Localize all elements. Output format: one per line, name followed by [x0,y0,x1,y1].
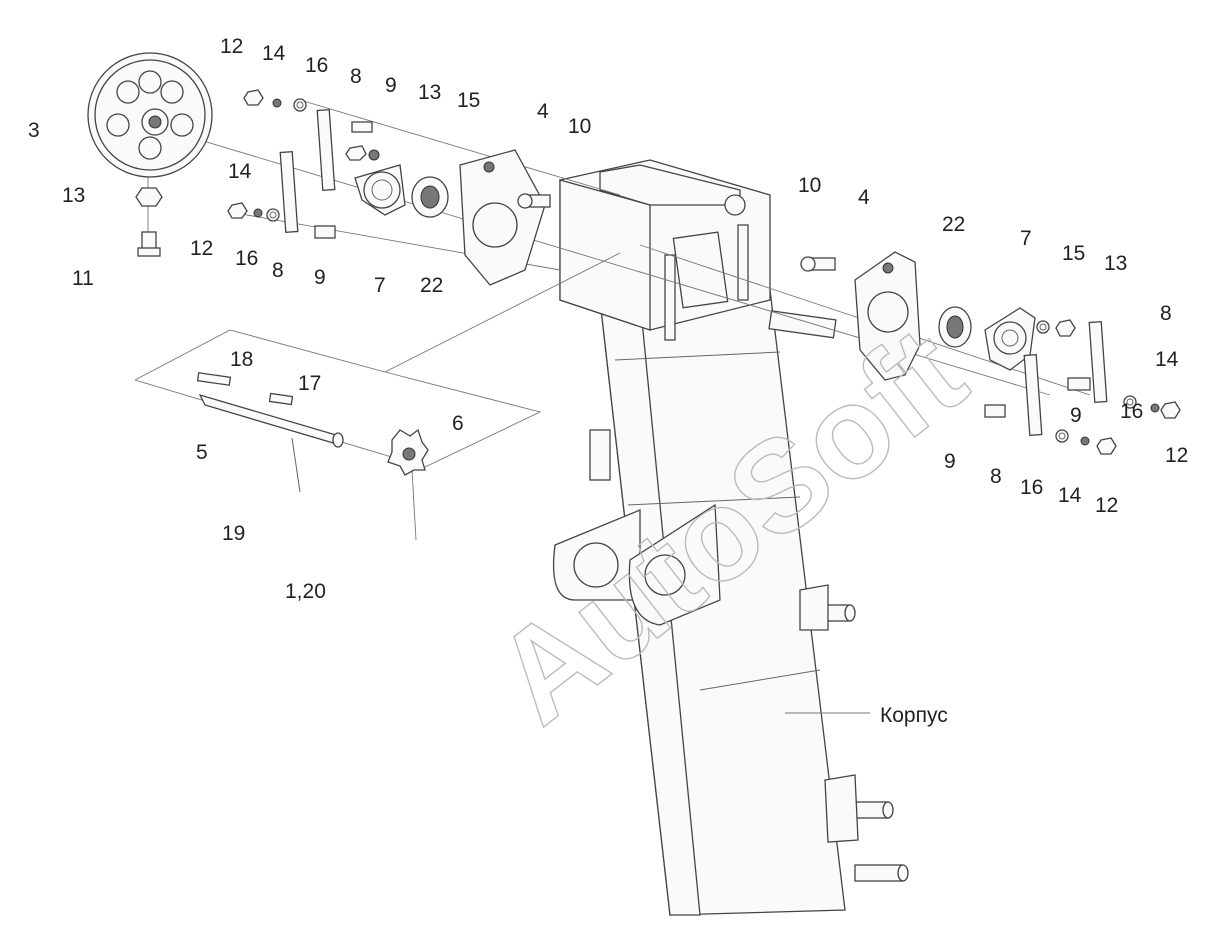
shaft-5 [198,393,344,448]
callout-8: 8 [990,465,1002,488]
key-18 [196,372,232,386]
callout-3: 3 [28,119,40,142]
sprocket-6 [387,428,429,476]
callout-15: 15 [457,89,480,112]
right-fasteners [984,319,1181,455]
callout-9: 9 [314,266,326,289]
callout-13: 13 [418,81,441,104]
callout-1-20: 1,20 [285,580,326,603]
bolt-10-right [800,256,836,272]
housing-label: Корпус [880,704,948,727]
callout-7: 7 [1020,227,1032,250]
flange-plate-4-right [854,251,921,381]
callout-17: 17 [298,372,321,395]
callout-9: 9 [385,74,397,97]
callout-14: 14 [262,42,286,65]
callout-12: 12 [1095,494,1118,517]
bolt-10-left [517,193,551,209]
key-17 [268,392,294,406]
callout-4: 4 [858,186,870,209]
callout-12: 12 [1165,444,1188,467]
callout-14: 14 [1155,348,1179,371]
callout-labels: 3 13 11 12 14 16 8 9 13 15 4 10 14 12 16… [28,35,1188,727]
callout-10: 10 [568,115,591,138]
hex-nut-13 [135,187,163,207]
callout-11: 11 [72,267,94,290]
callout-10: 10 [798,174,821,197]
callout-4: 4 [537,100,549,123]
callout-16: 16 [1020,476,1043,499]
callout-6: 6 [452,412,464,435]
callout-13: 13 [62,184,85,207]
callout-18: 18 [230,348,253,371]
callout-22: 22 [420,274,443,297]
callout-14: 14 [228,160,252,183]
bearing-22-right [938,306,972,348]
housing-body [552,159,909,916]
bolt-11 [137,231,161,257]
bearing-22-left [411,176,449,218]
pin-19 [291,437,301,493]
callout-16: 16 [235,247,258,270]
callout-13: 13 [1104,252,1127,275]
callout-19: 19 [222,522,245,545]
callout-9: 9 [1070,404,1082,427]
callout-15: 15 [1062,242,1085,265]
callout-9: 9 [944,450,956,473]
callout-16: 16 [1120,400,1143,423]
sprocket-pulley-3 [87,52,213,178]
callout-5: 5 [196,441,208,464]
callout-12: 12 [190,237,213,260]
bearing-housing-7-right [984,307,1036,371]
bearing-housing-7-left [354,164,406,216]
callout-7: 7 [374,274,386,297]
callout-8: 8 [1160,302,1172,325]
top-left-fasteners [227,89,380,239]
callout-16: 16 [305,54,328,77]
callout-12: 12 [220,35,243,58]
flange-plate-4-left [459,149,546,286]
callout-14: 14 [1058,484,1082,507]
callout-22: 22 [942,213,965,236]
callout-8: 8 [272,259,284,282]
callout-8: 8 [350,65,362,88]
